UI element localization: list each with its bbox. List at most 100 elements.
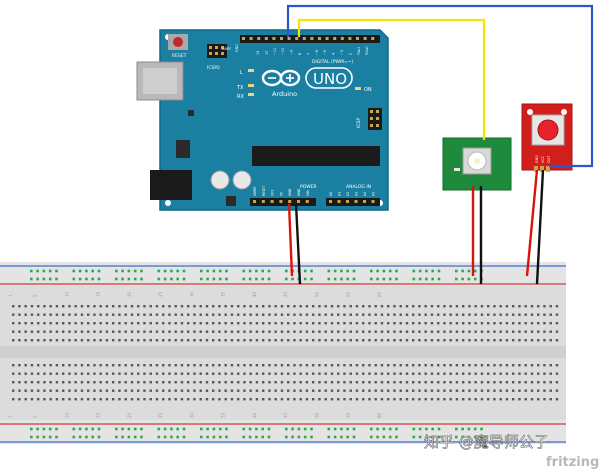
terminal-hole	[312, 305, 315, 308]
terminal-hole	[455, 339, 459, 342]
terminal-hole	[324, 381, 327, 384]
terminal-hole	[524, 398, 527, 401]
terminal-hole	[37, 339, 40, 342]
terminal-hole	[324, 305, 327, 308]
digital-pin-label: 7	[306, 53, 310, 55]
terminal-hole	[68, 339, 71, 342]
power-pin-label: GND	[297, 188, 301, 196]
terminal-hole	[255, 381, 259, 384]
rail-hole	[97, 269, 101, 273]
terminal-hole	[368, 322, 371, 325]
terminal-hole	[105, 372, 109, 375]
terminal-hole	[218, 305, 221, 308]
terminal-hole	[387, 313, 390, 316]
terminal-hole	[555, 364, 559, 367]
terminal-hole	[355, 339, 359, 342]
column-number: 25	[158, 291, 163, 297]
rail-hole	[157, 427, 161, 431]
terminal-hole	[493, 305, 496, 308]
terminal-hole	[424, 364, 427, 367]
terminal-hole	[30, 339, 34, 342]
terminal-hole	[180, 305, 184, 308]
terminal-hole	[149, 389, 152, 392]
rail-hole	[412, 269, 416, 273]
terminal-hole	[243, 398, 246, 401]
rail-hole	[140, 277, 143, 281]
terminal-hole	[305, 339, 309, 342]
terminal-hole	[255, 364, 259, 367]
terminal-hole	[437, 372, 440, 375]
rail-hole	[480, 435, 483, 439]
terminal-hole	[524, 339, 527, 342]
wire-red-button-vcc	[525, 169, 539, 277]
terminal-hole	[87, 389, 90, 392]
terminal-hole	[318, 364, 321, 367]
terminal-hole	[393, 305, 396, 308]
analog-pin-label: A2	[346, 192, 350, 196]
terminal-hole	[205, 381, 209, 384]
terminal-hole	[249, 381, 252, 384]
rail-hole	[267, 427, 271, 431]
terminal-hole	[518, 330, 521, 333]
icsp-pin	[370, 124, 373, 127]
terminal-hole	[62, 313, 65, 316]
column-number: 1	[8, 415, 13, 418]
terminal-hole	[405, 305, 409, 308]
terminal-hole	[324, 313, 327, 316]
terminal-hole	[499, 339, 502, 342]
terminal-hole	[24, 330, 27, 333]
terminal-hole	[393, 364, 396, 367]
terminal-hole	[162, 389, 165, 392]
terminal-hole	[287, 364, 290, 367]
terminal-hole	[230, 364, 234, 367]
terminal-hole	[537, 322, 540, 325]
terminal-hole	[55, 389, 59, 392]
terminal-hole	[205, 389, 209, 392]
terminal-hole	[68, 330, 71, 333]
power-header	[250, 198, 316, 206]
rail-hole	[140, 269, 143, 273]
rail-hole	[255, 435, 258, 439]
terminal-hole	[349, 372, 352, 375]
reset-label: RESET	[172, 53, 187, 59]
terminal-hole	[530, 381, 534, 384]
terminal-hole	[99, 313, 102, 316]
terminal-hole	[437, 398, 440, 401]
terminal-hole	[412, 330, 415, 333]
terminal-hole	[255, 330, 259, 333]
terminal-hole	[343, 305, 346, 308]
terminal-hole	[449, 364, 452, 367]
terminal-hole	[549, 364, 552, 367]
terminal-hole	[112, 330, 115, 333]
terminal-hole	[499, 381, 502, 384]
terminal-hole	[549, 339, 552, 342]
rail-hole	[437, 277, 441, 281]
terminal-hole	[462, 339, 465, 342]
terminal-hole	[118, 398, 121, 401]
center-channel	[0, 346, 566, 358]
terminal-hole	[468, 389, 471, 392]
terminal-hole	[130, 364, 134, 367]
terminal-hole	[243, 364, 246, 367]
terminal-hole	[193, 339, 196, 342]
terminal-hole	[330, 330, 334, 333]
digital-header	[240, 35, 380, 43]
terminal-hole	[155, 313, 159, 316]
rail-hole	[55, 427, 58, 431]
terminal-hole	[237, 322, 240, 325]
terminal-hole	[293, 398, 296, 401]
terminal-hole	[224, 389, 227, 392]
rail-hole	[303, 277, 307, 281]
terminal-hole	[193, 313, 196, 316]
terminal-hole	[49, 372, 52, 375]
terminal-hole	[418, 322, 421, 325]
terminal-hole	[12, 322, 15, 325]
terminal-hole	[487, 305, 490, 308]
terminal-hole	[212, 339, 215, 342]
terminal-hole	[180, 330, 184, 333]
rail-hole	[170, 427, 173, 431]
capacitor	[232, 170, 252, 190]
terminal-hole	[137, 372, 140, 375]
terminal-hole	[330, 372, 334, 375]
terminal-hole	[118, 381, 121, 384]
